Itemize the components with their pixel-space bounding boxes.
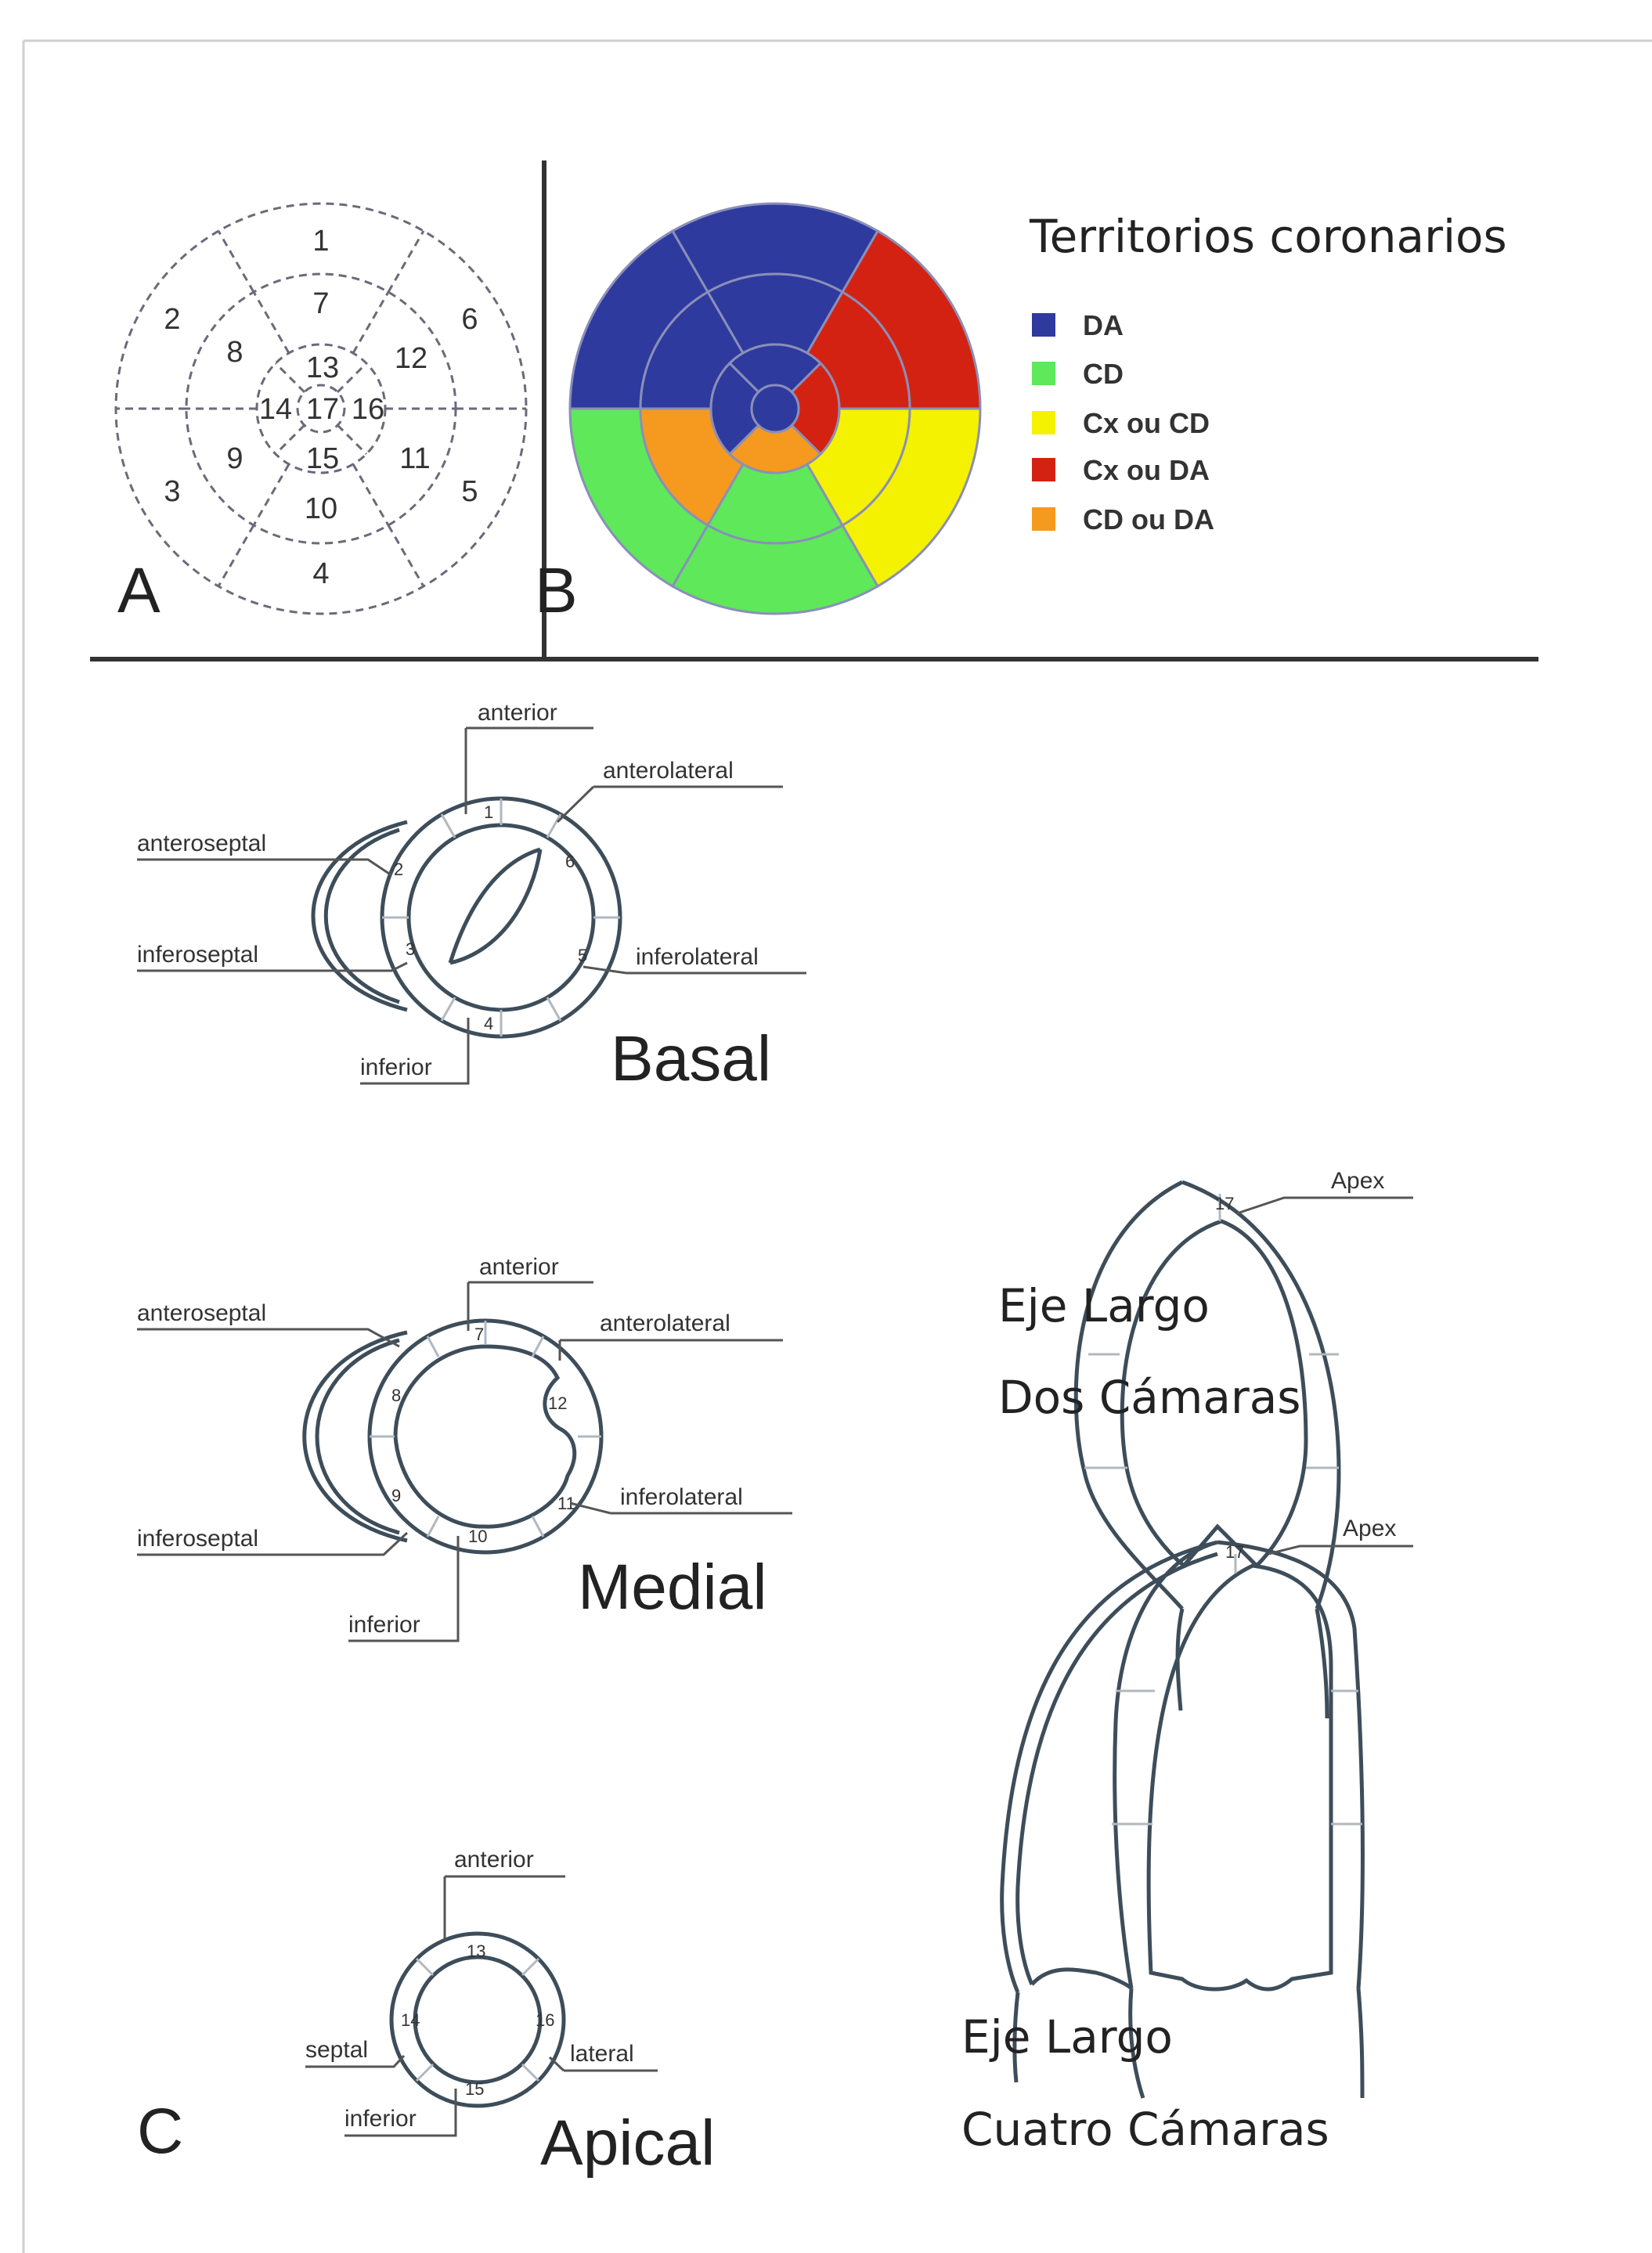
segment-number: 9 [226,442,243,475]
two-chamber-long-axis-diagram [1076,1182,1413,1718]
segment-number: 11 [399,442,430,475]
legend-swatch-cx-ou-cd [1032,411,1055,434]
segment-number: 5 [461,475,478,508]
segment-number: 9 [391,1486,401,1505]
label-anterior: anterior [479,1254,559,1280]
segment-number: 4 [484,1014,493,1033]
segment-number: 13 [467,1941,485,1961]
label-septal: septal [305,2037,368,2063]
legend-label-cd: CD [1083,358,1124,390]
label-anterior: anterior [454,1847,534,1873]
segment-number: 17 [1225,1542,1244,1562]
label-anterior: anterior [478,700,557,726]
segment-number: 16 [536,2010,554,2030]
medial-segment-numbers: 7 8 9 10 11 12 [391,1325,575,1546]
segment-number: 14 [401,2010,420,2030]
segment-number: 2 [164,303,180,336]
legend: DA CD Cx ou CD Cx ou DA CD ou DA [1032,309,1214,535]
segment-number: 17 [1215,1194,1234,1213]
title-medial: Medial [578,1552,767,1623]
legend-label-cx-ou-cd: Cx ou CD [1083,407,1210,439]
label-inferoseptal: inferoseptal [137,942,258,968]
medial-short-axis-diagram [305,1321,601,1552]
segment-number: 14 [259,393,292,426]
bullseye-coronary-territories [570,204,980,614]
segment-number: 16 [352,393,384,426]
legend-swatch-cd-ou-da [1032,507,1055,531]
segment-number: 10 [305,492,337,525]
segment-number: 13 [306,351,339,384]
title-apical: Apical [540,2107,715,2179]
label-apex: Apex [1331,1168,1384,1194]
segment-number: 12 [395,342,427,375]
panel-c-letter: C [137,2096,183,2167]
segment-number: 3 [164,475,180,508]
four-chamber-title-line2: Cuatro Cámaras [961,2103,1329,2156]
label-inferolateral: inferolateral [620,1484,743,1510]
label-inferolateral: inferolateral [636,944,759,970]
panel-b-letter: B [535,555,578,626]
legend-title: Territorios coronarios [1029,210,1507,263]
label-inferior: inferior [360,1054,432,1080]
segment-number: 6 [461,303,478,336]
segment-number: 10 [468,1527,487,1546]
four-chamber-title-line1: Eje Largo [961,2010,1173,2064]
legend-swatch-cd [1032,362,1055,385]
segment-number: 15 [306,442,339,475]
segment-number: 12 [548,1393,567,1413]
segment-number: 3 [406,939,415,959]
legend-label-da: DA [1083,309,1124,341]
title-basal: Basal [611,1023,771,1094]
two-chamber-title-line1: Eje Largo [998,1279,1210,1332]
label-anterolateral: anterolateral [603,758,734,784]
label-anteroseptal: anteroseptal [137,1300,266,1326]
segment-number: 8 [226,336,243,369]
segment-number: 4 [312,557,329,590]
label-apex: Apex [1343,1516,1396,1541]
label-inferior: inferior [344,2106,417,2132]
label-inferoseptal: inferoseptal [137,1526,258,1552]
legend-label-cd-ou-da: CD ou DA [1083,503,1214,535]
segment-number: 1 [312,225,329,258]
label-lateral: lateral [570,2041,634,2067]
segment-number: 1 [484,802,493,822]
legend-label-cx-ou-da: Cx ou DA [1083,454,1210,486]
label-anteroseptal: anteroseptal [137,831,266,856]
panel-a-letter: A [117,555,161,626]
segment-number: 17 [306,393,339,426]
segment-number: 7 [312,287,329,320]
segment-number: 8 [391,1386,401,1405]
label-inferior: inferior [348,1612,420,1638]
label-anterolateral: anterolateral [600,1310,730,1336]
basal-short-axis-diagram [313,798,620,1036]
legend-swatch-da [1032,313,1055,337]
segment-number: 7 [474,1325,484,1344]
segment-number: 6 [565,852,575,871]
legend-swatch-cx-ou-da [1032,458,1055,481]
segment-number: 2 [394,860,403,879]
two-chamber-title-line2: Dos Cámaras [998,1371,1301,1424]
territory-apex-segment [752,385,799,432]
segment-number: 15 [465,2079,484,2099]
basal-segment-numbers: 1 2 3 4 5 6 [394,802,587,1033]
segment-number: 5 [578,946,587,965]
